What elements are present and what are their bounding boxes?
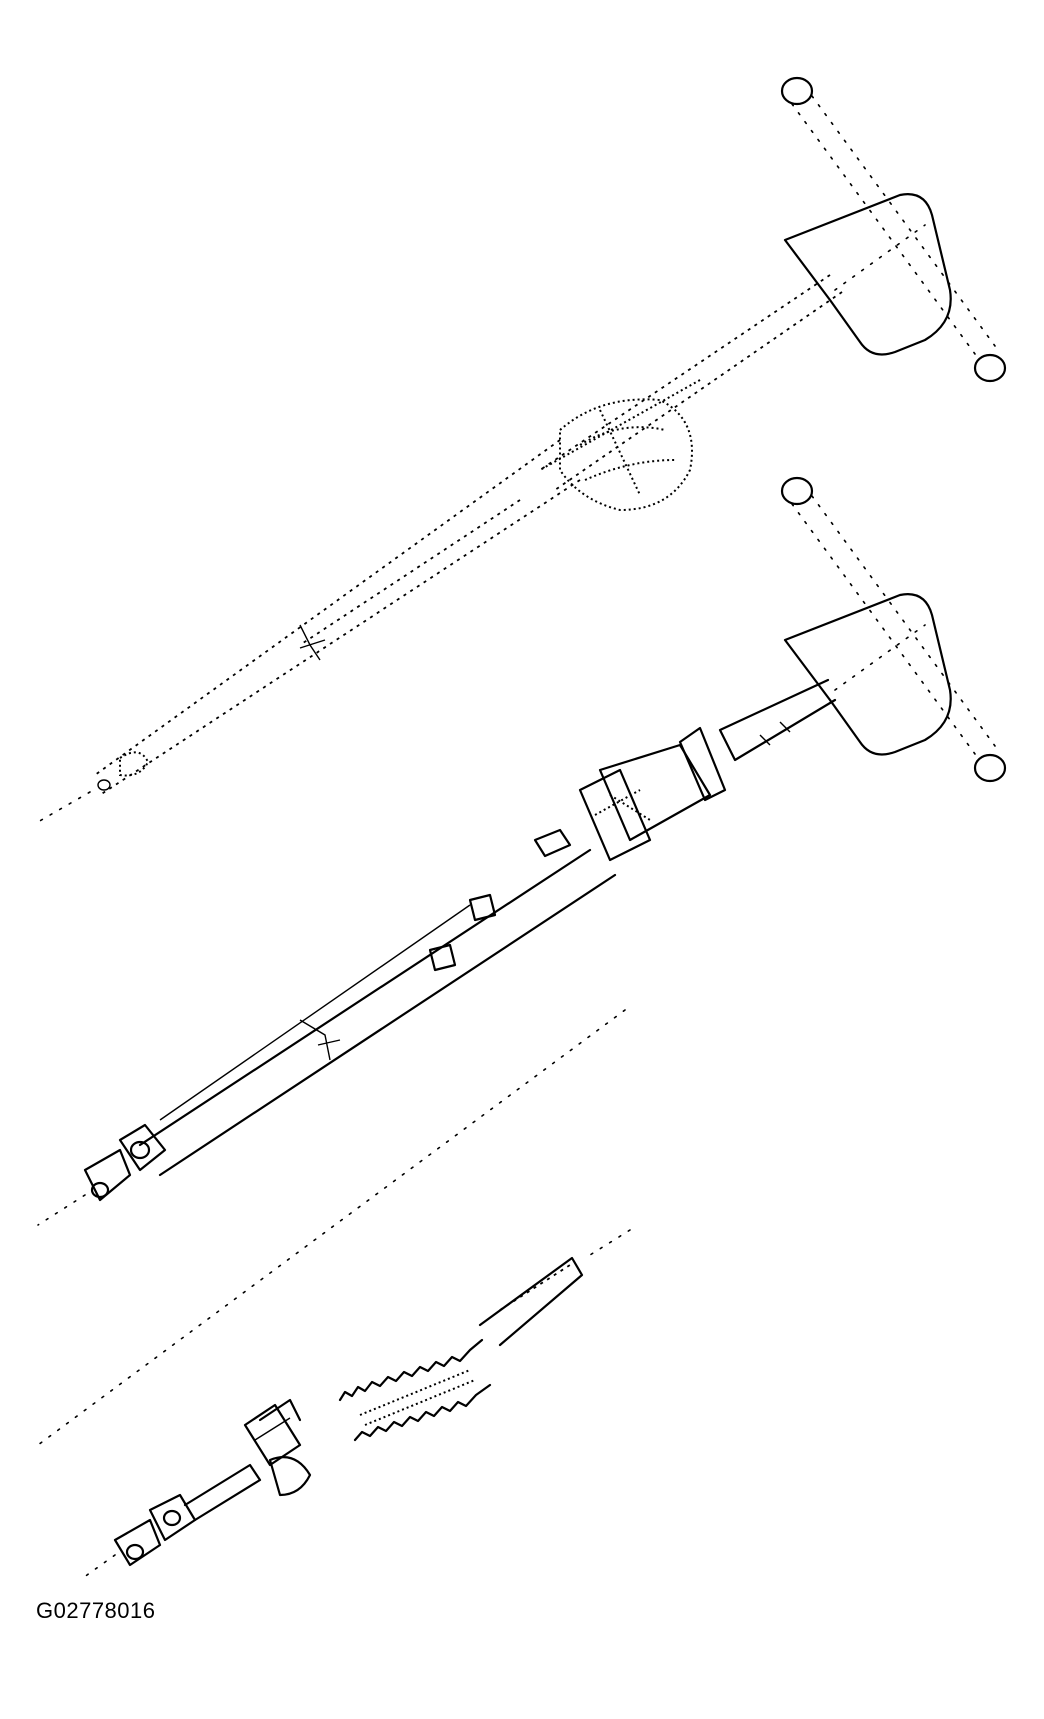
middle-steering-wheel-pad [783,593,952,756]
middle-assembly [37,476,1007,1226]
intermediate-shaft-lower-tube [183,1463,262,1522]
middle-upper-shaft [718,678,837,762]
middle-column-housing [533,743,712,862]
upper-column-housing [559,398,693,512]
middle-column-tube [138,848,617,1177]
middle-column-flange [678,726,727,802]
figure-id-label: G02778016 [36,1598,156,1623]
intermediate-shaft-clamp [243,1398,312,1497]
intermediate-shaft-universal-joint [79,1493,197,1581]
middle-universal-joint [37,1123,167,1226]
upper-steering-wheel-rim [780,76,1007,383]
upper-steering-wheel-pad [783,193,952,356]
upper-assembly [37,76,1007,823]
middle-steering-wheel-rim [780,476,1007,783]
upper-column-tube [37,439,581,823]
upper-column-shaft [539,274,843,491]
intermediate-shaft-centerline [37,1009,626,1446]
lower-assembly [79,1229,631,1581]
intermediate-shaft-boot [338,1338,492,1442]
intermediate-shaft-upper-tube [478,1256,584,1347]
